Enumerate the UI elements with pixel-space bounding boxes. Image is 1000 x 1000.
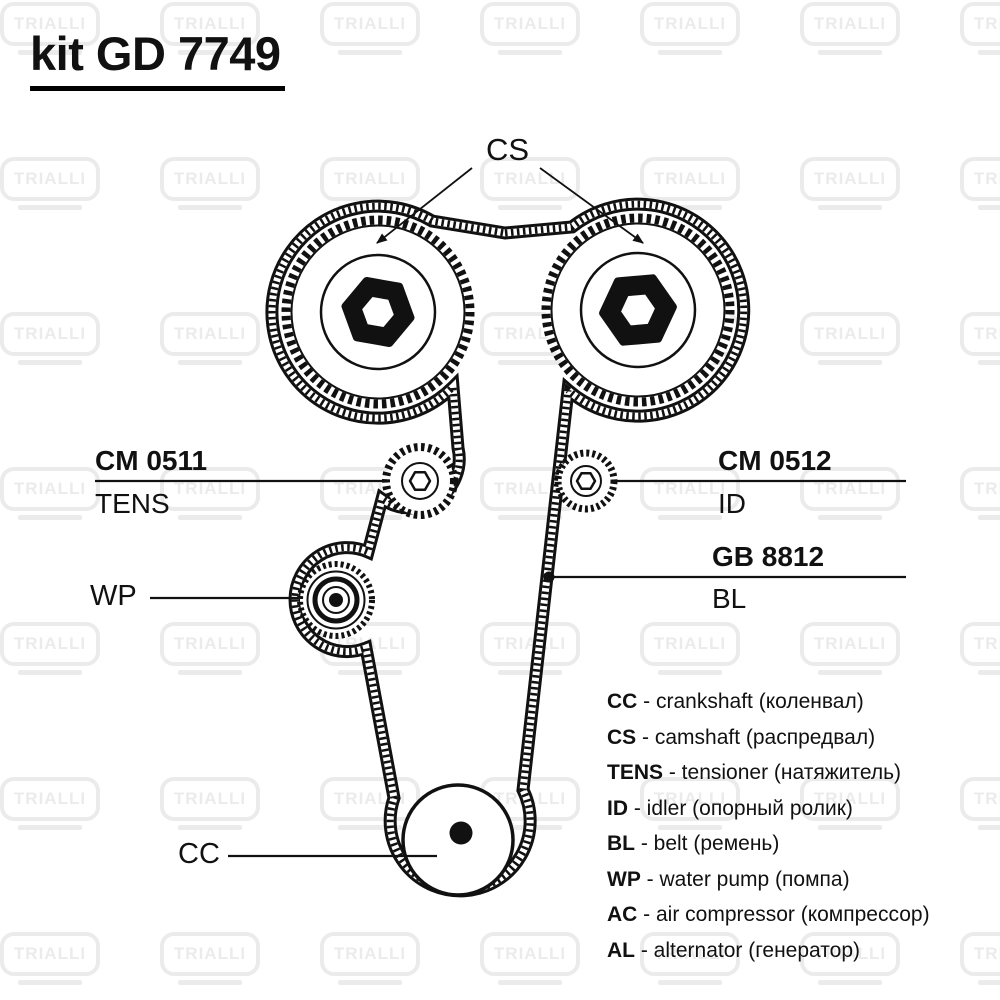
trialli-watermark: TRIALLI: [145, 932, 275, 985]
legend-abbr: AL: [607, 938, 635, 962]
camshaft-sprocket-right: [541, 213, 735, 407]
trialli-watermark: TRIALLI: [0, 157, 115, 210]
trialli-watermark: TRIALLI: [785, 932, 915, 985]
legend-item: WP - water pump (помпа): [607, 862, 930, 898]
hex-hole: [621, 294, 655, 326]
trialli-watermark: TRIALLI: [785, 2, 915, 55]
legend-desc: - belt (ремень): [635, 832, 780, 855]
legend-abbr: TENS: [607, 761, 664, 784]
belt-leader-dot: [543, 571, 555, 583]
legend-desc: - tensioner (натяжитель): [663, 761, 902, 784]
tensioner-pulley: [382, 443, 458, 519]
trialli-watermark: TRIALLI: [945, 467, 1000, 520]
legend-item: TENS - tensioner (натяжитель): [607, 755, 930, 791]
trialli-watermark: TRIALLI: [625, 622, 755, 675]
trialli-watermark: TRIALLI: [145, 467, 275, 520]
trialli-watermark: TRIALLI: [945, 622, 1000, 675]
legend-desc: - air compressor (компрессор): [637, 903, 930, 926]
legend-abbr: WP: [607, 867, 641, 891]
hex-hole: [362, 297, 394, 327]
idler-pulley: [554, 449, 618, 513]
legend-item: AL - alternator (генератор): [607, 933, 930, 969]
trialli-watermark: TRIALLI: [145, 312, 275, 365]
trialli-watermark: TRIALLI: [305, 2, 435, 55]
water-pump-pulley: [297, 561, 375, 639]
trialli-watermark: TRIALLI: [0, 932, 115, 985]
trialli-watermark: TRIALLI: [785, 622, 915, 675]
trialli-watermark: TRIALLI: [145, 777, 275, 830]
leader-lines: [95, 167, 906, 858]
camshaft-sprocket-left: [281, 215, 475, 409]
trialli-watermark: TRIALLI: [945, 932, 1000, 985]
legend-desc: - idler (опорный ролик): [628, 796, 853, 820]
trialli-watermark: TRIALLI: [625, 932, 755, 985]
trialli-watermark: TRIALLI: [785, 312, 915, 365]
cs-leader-right: [539, 167, 644, 244]
trialli-watermark: TRIALLI: [785, 467, 915, 520]
trialli-watermark: TRIALLI: [0, 2, 115, 55]
trialli-watermark: TRIALLI: [945, 157, 1000, 210]
trialli-watermark: TRIALLI: [945, 777, 1000, 830]
legend-desc: - crankshaft (коленвал): [637, 690, 864, 713]
legend-item: BL - belt (ремень): [607, 826, 930, 862]
trialli-watermark: TRIALLI: [625, 157, 755, 210]
trialli-watermark: TRIALLI: [625, 467, 755, 520]
trialli-watermark: TRIALLI: [625, 777, 755, 830]
legend: CC - crankshaft (коленвал)CS - camshaft …: [607, 684, 930, 968]
legend-abbr: CS: [607, 725, 637, 749]
legend-abbr: CC: [607, 690, 638, 713]
trialli-watermark: TRIALLI: [145, 157, 275, 210]
trialli-watermark: TRIALLI: [145, 2, 275, 55]
legend-item: ID - idler (опорный ролик): [607, 791, 930, 827]
legend-desc: - water pump (помпа): [640, 867, 850, 891]
trialli-watermark: TRIALLI: [0, 777, 115, 830]
crankshaft-mark: [449, 821, 473, 845]
legend-abbr: AC: [607, 903, 638, 926]
legend-abbr: BL: [607, 832, 635, 855]
trialli-watermark: TRIALLI: [785, 777, 915, 830]
trialli-watermark: TRIALLI: [0, 312, 115, 365]
legend-abbr: ID: [607, 796, 628, 820]
legend-item: CC - crankshaft (коленвал): [607, 684, 930, 720]
cs-leader-left: [376, 167, 473, 244]
trialli-watermark: TRIALLI: [0, 622, 115, 675]
legend-item: AC - air compressor (компрессор): [607, 897, 930, 933]
trialli-watermark: TRIALLI: [305, 932, 435, 985]
trialli-watermark: TRIALLI: [785, 157, 915, 210]
legend-desc: - camshaft (распредвал): [636, 725, 876, 749]
trialli-watermark: TRIALLI: [465, 2, 595, 55]
legend-desc: - alternator (генератор): [635, 938, 860, 962]
trialli-watermark: TRIALLI: [945, 2, 1000, 55]
trialli-watermark: TRIALLI: [945, 312, 1000, 365]
trialli-watermark: TRIALLI: [0, 467, 115, 520]
trialli-watermark: TRIALLI: [145, 622, 275, 675]
trialli-watermark: TRIALLI: [465, 932, 595, 985]
legend-item: CS - camshaft (распредвал): [607, 720, 930, 756]
hex-hole: [575, 471, 597, 491]
crankshaft-pulley: [401, 783, 515, 897]
hex-hole: [408, 471, 432, 491]
trialli-watermark: TRIALLI: [625, 2, 755, 55]
